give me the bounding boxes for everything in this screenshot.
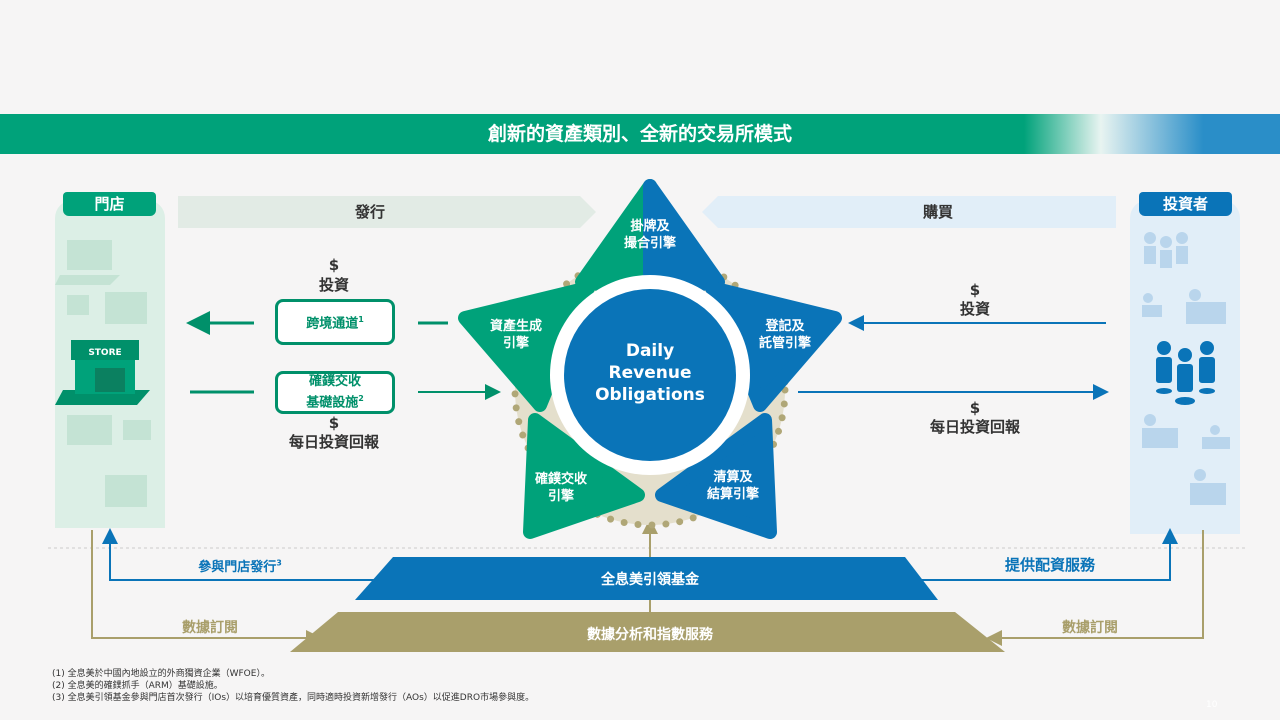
store-icons: STORE [55, 240, 151, 507]
arm-label-settlement: 確鏷交收引擎 [534, 472, 587, 504]
box-label: 基礎設施 [306, 395, 359, 411]
invest-label-left: 投資 [318, 276, 349, 294]
arm-label-listing: 掛牌及撮合引擎 [623, 219, 676, 251]
center-line: Revenue [608, 363, 692, 383]
arm-label-clearing: 清算及結算引擎 [706, 470, 759, 502]
fund-trapezoid [355, 557, 938, 600]
arrow-data-stores [91, 530, 322, 646]
issuance-label: 發行 [354, 203, 385, 221]
box-label: 跨境通道 [306, 316, 359, 332]
page-number: 10 [1206, 700, 1218, 710]
store-icon [55, 240, 120, 285]
store-icon [67, 292, 147, 324]
fund-right-label: 提供配資服務 [1004, 556, 1095, 574]
invest-symbol-left: $ [328, 256, 340, 274]
title-banner: 創新的資產類別、全新的交易所模式 [0, 114, 1280, 154]
return-symbol-right: $ [969, 399, 981, 417]
fund-label: 全息美引領基金 [601, 572, 699, 588]
flow-bars [178, 196, 1116, 228]
footnotes: (1) 全息美於中國內地設立的外商獨資企業（WFOE）。 (2) 全息美的確鏷抓… [52, 668, 534, 704]
settlement-infra-box: 確鏷交收基礎設施2 [275, 371, 395, 414]
banner-title: 創新的資產類別、全新的交易所模式 [487, 123, 792, 145]
store-icon-highlight: STORE [55, 340, 150, 405]
cross-border-channel-box: 跨境通道1 [275, 299, 395, 345]
data-sub-right: 數據訂閱 [1062, 620, 1118, 636]
center-line: Obligations [595, 385, 705, 405]
footnote: (3) 全息美引領基金參與門店首次發行（IOs）以培育優質資產，同時適時投資新增… [52, 693, 535, 703]
data-service-label: 數據分析和指數服務 [587, 627, 713, 643]
footnote: (1) 全息美於中國內地設立的外商獨資企業（WFOE）。 [52, 669, 270, 679]
star-arm-clearing [655, 413, 777, 539]
footnote-ref: 1 [358, 315, 364, 325]
investor-icon-highlight [1156, 341, 1215, 405]
invest-label-right: 投資 [959, 300, 990, 318]
arrow-data-investors [986, 530, 1204, 646]
issuance-bar [178, 196, 596, 228]
return-label-left: 每日投資回報 [288, 433, 379, 451]
arrow-fund-to-investors [870, 528, 1178, 581]
store-column-title: 門店 [63, 192, 156, 216]
invest-symbol-right: $ [969, 281, 981, 299]
arrow-fund-to-stores [102, 528, 440, 581]
store-sign: STORE [88, 348, 121, 358]
investor-column-title: 投資者 [1139, 192, 1232, 216]
data-trapezoid [290, 612, 1005, 652]
store-icon [105, 475, 147, 507]
center-label: Daily Revenue Obligations [570, 340, 730, 406]
fund-left-label: 參與門店發行3 [198, 558, 282, 575]
star-ring-dots [511, 251, 789, 529]
investor-icons [1142, 232, 1230, 505]
purchase-label: 購買 [922, 203, 953, 221]
store-icon [67, 415, 151, 445]
return-label-right: 每日投資回報 [929, 418, 1020, 436]
return-symbol-left: $ [328, 414, 340, 432]
center-line: Daily [625, 341, 675, 361]
center-circle [564, 289, 736, 461]
data-sub-left: 數據訂閱 [182, 620, 238, 636]
purchase-bar [702, 196, 1116, 228]
footnote: (2) 全息美的確鏷抓手（ARM）基礎設施。 [52, 681, 223, 691]
arm-label-registration: 登記及託管引擎 [758, 319, 811, 351]
box-label: 確鏷交收 [308, 374, 361, 390]
footnote-ref: 2 [358, 394, 364, 404]
arm-label-asset-generation: 資產生成引擎 [489, 319, 542, 351]
star-arm-settlement [523, 413, 645, 539]
